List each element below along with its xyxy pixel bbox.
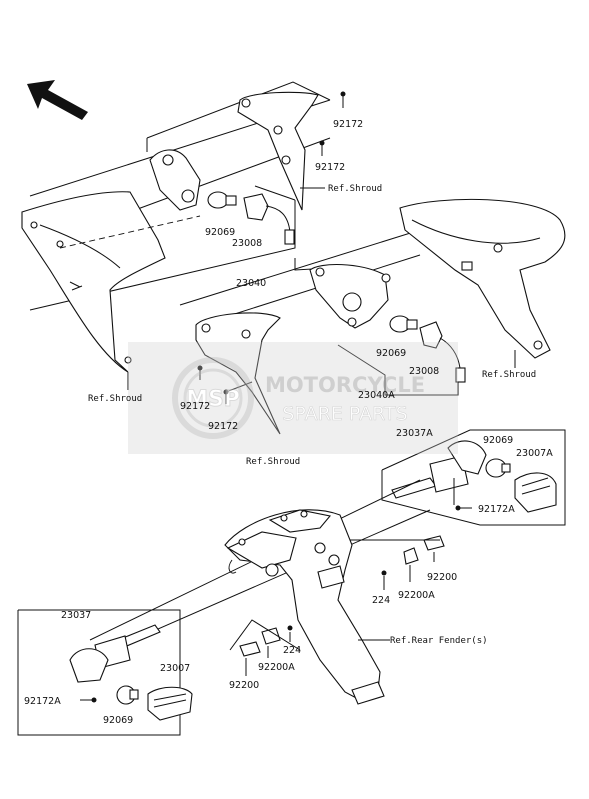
rear-right-signal-assembly xyxy=(381,429,566,526)
label-92069: 92069 xyxy=(205,227,235,238)
label-ref-shroud: Ref.Shroud xyxy=(88,394,142,404)
label-92200: 92200 xyxy=(427,572,457,583)
label-ref-shroud: Ref.Shroud xyxy=(482,370,536,380)
label-224: 224 xyxy=(372,595,390,606)
label-ref-rear-fender: Ref.Rear Fender(s) xyxy=(390,636,488,646)
label-92172a: 92172A xyxy=(478,504,515,515)
label-ref-shroud: Ref.Shroud xyxy=(246,457,300,467)
label-23037a: 23037A xyxy=(396,428,433,439)
label-92172: 92172 xyxy=(333,119,363,130)
label-ref-shroud: Ref.Shroud xyxy=(328,184,382,194)
label-23008: 23008 xyxy=(232,238,262,249)
label-92200: 92200 xyxy=(229,680,259,691)
rear-fender-assembly xyxy=(89,479,445,705)
watermark-logo: MSP xyxy=(186,387,240,412)
label-92172: 92172 xyxy=(208,421,238,432)
watermark-line2: SPARE PARTS xyxy=(282,403,407,425)
label-224: 224 xyxy=(283,645,301,656)
front-direction-arrow-icon xyxy=(27,80,88,120)
label-23007a: 23007A xyxy=(516,448,553,459)
label-23040: 23040 xyxy=(236,278,266,289)
part-labels: 92172 92172 Ref.Shroud 92069 23008 23040… xyxy=(24,119,553,726)
rear-left-signal-assembly xyxy=(17,609,193,736)
label-92069: 92069 xyxy=(103,715,133,726)
label-92172: 92172 xyxy=(180,401,210,412)
watermark-line1: MOTORCYCLE xyxy=(265,373,425,397)
label-92069: 92069 xyxy=(483,435,513,446)
label-23040a: 23040A xyxy=(358,390,395,401)
label-23008: 23008 xyxy=(409,366,439,377)
label-92069: 92069 xyxy=(376,348,406,359)
label-92200a: 92200A xyxy=(398,590,435,601)
label-23037: 23037 xyxy=(61,610,91,621)
upper-left-assembly xyxy=(21,81,346,390)
label-92200a: 92200A xyxy=(258,662,295,673)
label-92172: 92172 xyxy=(315,162,345,173)
watermark: MSP MOTORCYCLE SPARE PARTS xyxy=(128,342,458,454)
label-23007: 23007 xyxy=(160,663,190,674)
label-92172a: 92172A xyxy=(24,696,61,707)
